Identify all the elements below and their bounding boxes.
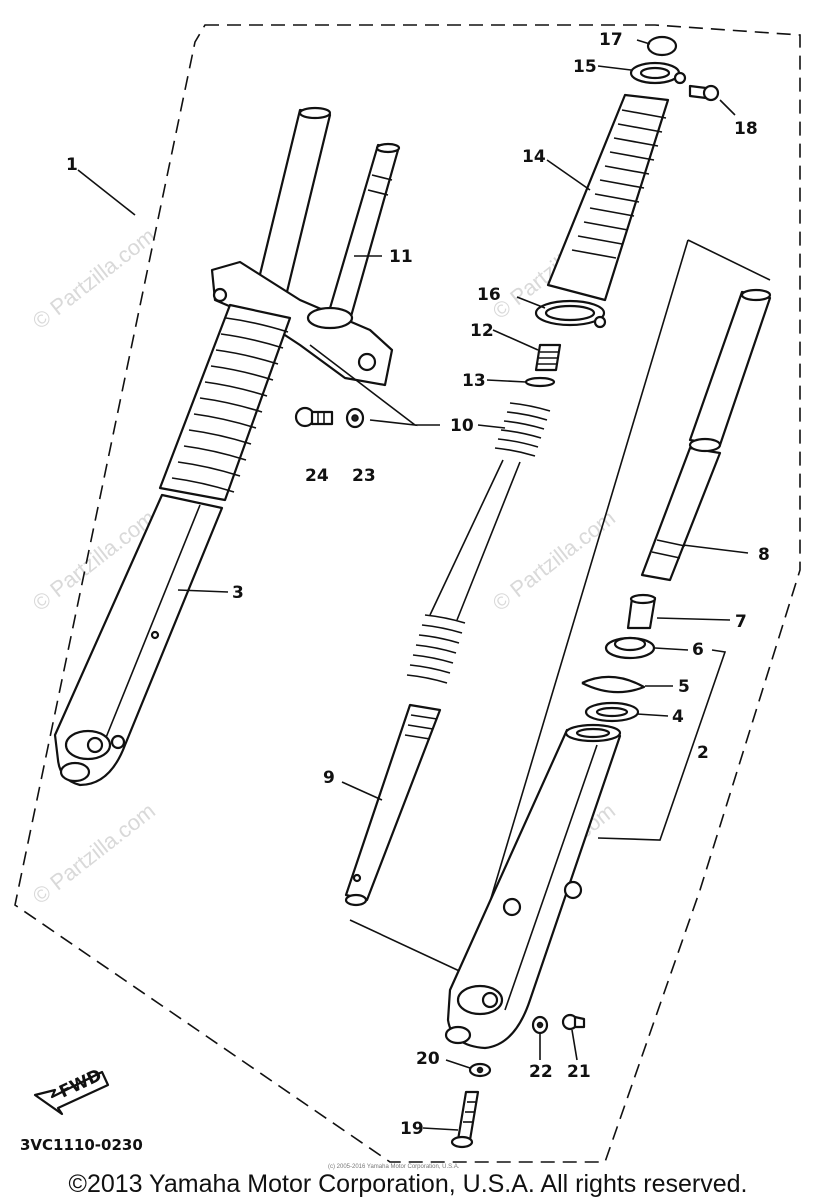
callout-12: 12 bbox=[470, 321, 494, 341]
copyright-notice: ©2013 Yamaha Motor Corporation, U.S.A. A… bbox=[69, 1170, 748, 1198]
callout-8: 8 bbox=[758, 545, 770, 565]
callout-23: 23 bbox=[352, 466, 376, 486]
callout-20: 20 bbox=[416, 1049, 440, 1069]
callout-17: 17 bbox=[599, 30, 623, 50]
callout-11: 11 bbox=[389, 247, 413, 267]
callouts: 1 2 3 4 5 6 7 8 9 10 11 12 13 14 15 16 1… bbox=[66, 30, 770, 1139]
right-parts-drawing bbox=[444, 288, 772, 1149]
callout-16: 16 bbox=[477, 285, 501, 305]
leader-lines bbox=[77, 39, 749, 1131]
callout-9: 9 bbox=[323, 768, 335, 788]
fork-assembly-drawing bbox=[53, 106, 401, 787]
assembly-boundary bbox=[14, 24, 801, 1163]
callout-2: 2 bbox=[697, 743, 709, 763]
watermark: © Partzilla.com bbox=[28, 223, 160, 334]
callout-18: 18 bbox=[734, 119, 758, 139]
bolt-washer-drawing bbox=[294, 344, 440, 429]
callout-24: 24 bbox=[305, 466, 329, 486]
callout-13: 13 bbox=[462, 371, 486, 391]
callout-15: 15 bbox=[573, 57, 597, 77]
callout-3: 3 bbox=[232, 583, 244, 603]
watermark: © Partzilla.com bbox=[488, 505, 620, 616]
callout-1: 1 bbox=[66, 155, 78, 175]
center-parts-drawing bbox=[344, 35, 771, 976]
fwd-arrow-icon: FWD bbox=[33, 1065, 110, 1116]
callout-6: 6 bbox=[692, 640, 704, 660]
callout-14: 14 bbox=[522, 147, 546, 167]
diagram-code: 3VC1110-0230 bbox=[20, 1136, 143, 1154]
small-notice: (c) 2005-2016 Yamaha Motor Corporation, … bbox=[328, 1164, 460, 1170]
callout-4: 4 bbox=[672, 707, 684, 727]
callout-22: 22 bbox=[529, 1062, 553, 1082]
callout-10: 10 bbox=[450, 416, 474, 436]
callout-21: 21 bbox=[567, 1062, 591, 1082]
callout-19: 19 bbox=[400, 1119, 424, 1139]
callout-5: 5 bbox=[678, 677, 690, 697]
watermark: © Partzilla.com bbox=[28, 798, 160, 909]
callout-7: 7 bbox=[735, 612, 747, 632]
